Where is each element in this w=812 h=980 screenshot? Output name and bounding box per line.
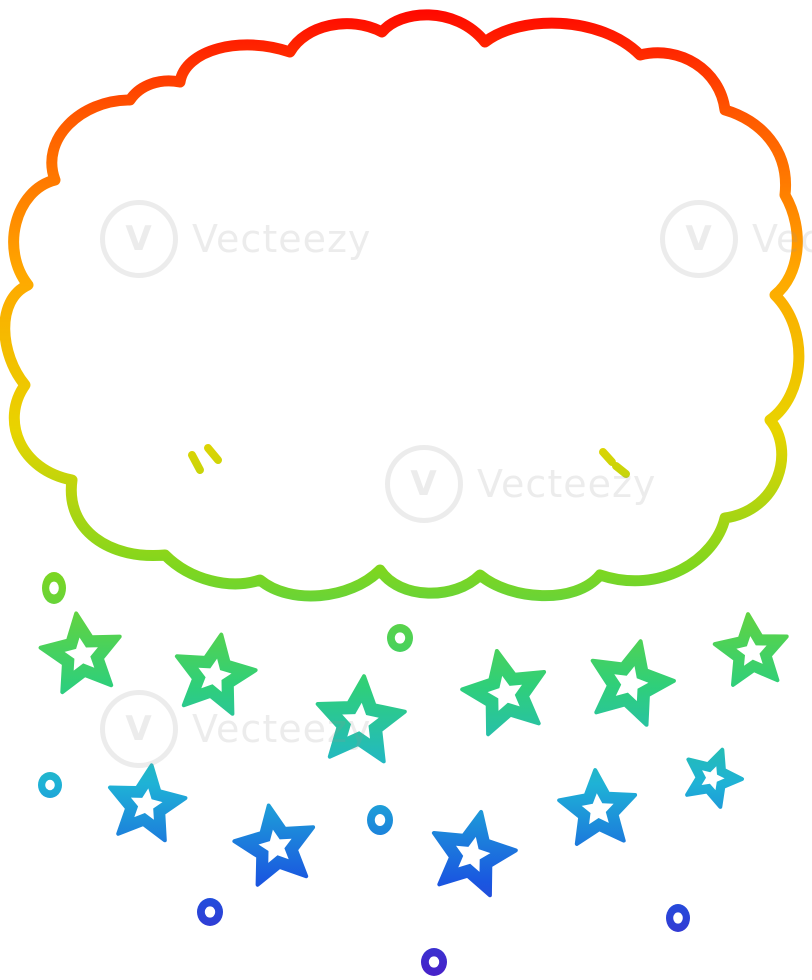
snowflake-star-center bbox=[258, 829, 292, 863]
snow-dot-center bbox=[394, 632, 406, 644]
snow-dot-center bbox=[45, 779, 55, 791]
cloud-outline bbox=[0, 9, 805, 602]
snow-dot-center bbox=[374, 814, 386, 826]
snow-dot-center bbox=[673, 912, 683, 924]
snow-dot-center bbox=[428, 956, 440, 968]
snowflake-star-center bbox=[456, 836, 491, 872]
snowflake-star-center bbox=[198, 658, 232, 692]
snow-dot-center bbox=[49, 581, 59, 595]
cloud-right-marks bbox=[599, 448, 630, 478]
snowflake-star-center bbox=[736, 636, 767, 666]
snowflake-star-center bbox=[487, 675, 522, 711]
snow-dot-center bbox=[204, 906, 216, 918]
snowflake-star-center bbox=[342, 702, 379, 739]
snowflake-star-center bbox=[64, 637, 98, 671]
snowflake-star-center bbox=[614, 666, 649, 702]
snowflake-star-center bbox=[701, 766, 725, 791]
snowflake-star-center bbox=[581, 793, 614, 825]
snowflake-star-center bbox=[130, 788, 163, 820]
snowfall bbox=[38, 572, 789, 976]
cloud-left-marks bbox=[188, 444, 222, 474]
